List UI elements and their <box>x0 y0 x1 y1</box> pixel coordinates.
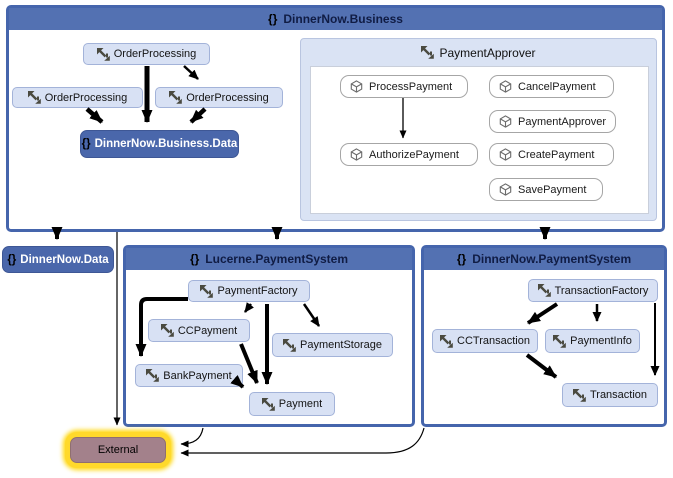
container-dinnernow-paymentsystem[interactable]: {} DinnerNow.PaymentSystem TransactionFa… <box>421 245 667 427</box>
container-lucerne-paymentsystem[interactable]: {} Lucerne.PaymentSystem PaymentFactory … <box>123 245 415 427</box>
member-paymentapprover[interactable]: PaymentApprover <box>489 110 616 133</box>
node-label: CCPayment <box>177 324 238 337</box>
member-processpayment[interactable]: ProcessPayment <box>340 75 468 98</box>
node-label: OrderProcessing <box>186 91 269 104</box>
node-orderprocessing-top[interactable]: OrderProcessing <box>83 43 210 65</box>
node-paymentfactory[interactable]: PaymentFactory <box>188 280 310 302</box>
class-icon <box>421 46 435 59</box>
member-label: PaymentApprover <box>518 115 607 128</box>
node-dinnernow-data[interactable]: {} DinnerNow.Data <box>2 246 114 273</box>
node-label: DinnerNow.Business.Data <box>94 138 238 150</box>
class-icon <box>200 284 214 298</box>
container-header-dinnernow-paymentsystem[interactable]: {} DinnerNow.PaymentSystem <box>424 248 664 270</box>
class-icon <box>27 91 41 104</box>
node-label: External <box>97 444 139 456</box>
namespace-icon: {} <box>189 252 200 266</box>
component-icon <box>499 148 512 161</box>
class-icon <box>146 369 160 382</box>
member-cancelpayment[interactable]: CancelPayment <box>489 75 614 98</box>
node-label: PaymentInfo <box>570 335 632 347</box>
member-authorizepayment[interactable]: AuthorizePayment <box>340 143 478 166</box>
class-icon <box>261 397 275 411</box>
node-label: OrderProcessing <box>113 48 197 60</box>
class-icon <box>537 284 551 297</box>
class-icon <box>440 334 454 348</box>
namespace-icon: {} <box>7 253 17 266</box>
component-icon <box>499 115 512 128</box>
node-external-highlight[interactable]: External <box>65 432 171 468</box>
namespace-icon: {} <box>268 12 278 26</box>
node-external[interactable]: External <box>70 437 166 463</box>
node-orderprocessing-left[interactable]: OrderProcessing <box>12 87 143 108</box>
node-label: Transaction <box>589 389 648 401</box>
node-paymentstorage[interactable]: PaymentStorage <box>272 333 393 357</box>
container-title: DinnerNow.Business <box>283 12 403 26</box>
member-label: CreatePayment <box>518 148 595 161</box>
node-cctransaction[interactable]: CCTransaction <box>432 329 538 353</box>
group-header-paymentapprover[interactable]: PaymentApprover <box>301 39 656 66</box>
container-dinnernow-business[interactable]: {} DinnerNow.Business OrderProcessing Or… <box>6 5 665 232</box>
edge-lucerne-to-external <box>180 427 204 448</box>
container-header-lucerne[interactable]: {} Lucerne.PaymentSystem <box>126 248 412 270</box>
namespace-icon: {} <box>81 138 91 150</box>
class-icon <box>283 338 297 352</box>
node-label: CCTransaction <box>457 335 530 347</box>
node-orderprocessing-right[interactable]: OrderProcessing <box>155 87 283 108</box>
group-title: PaymentApprover <box>439 45 536 60</box>
group-paymentapprover[interactable]: PaymentApprover ProcessPayment CancelPay… <box>300 38 657 221</box>
class-icon <box>160 324 174 337</box>
component-icon <box>350 148 363 161</box>
node-label: PaymentFactory <box>217 285 298 297</box>
class-icon <box>572 388 586 402</box>
node-label: DinnerNow.Data <box>20 253 109 266</box>
component-icon <box>499 183 512 196</box>
namespace-icon: {} <box>456 252 467 266</box>
component-icon <box>499 80 512 93</box>
node-label: TransactionFactory <box>554 284 649 297</box>
edge-dinnernowpayment-to-external <box>180 427 425 457</box>
node-label: OrderProcessing <box>44 91 128 104</box>
node-label: Payment <box>278 398 323 410</box>
member-label: AuthorizePayment <box>369 148 459 161</box>
node-dinnernow-business-data[interactable]: {} DinnerNow.Business.Data <box>80 130 239 158</box>
node-paymentinfo[interactable]: PaymentInfo <box>545 329 640 353</box>
container-title: Lucerne.PaymentSystem <box>205 252 349 266</box>
container-title: DinnerNow.PaymentSystem <box>472 252 632 266</box>
member-label: ProcessPayment <box>369 80 453 93</box>
class-icon <box>553 334 567 348</box>
class-icon <box>96 47 110 61</box>
node-label: BankPayment <box>163 369 232 382</box>
node-label: PaymentStorage <box>300 339 382 351</box>
node-ccpayment[interactable]: CCPayment <box>148 319 250 342</box>
member-savepayment[interactable]: SavePayment <box>489 178 603 201</box>
node-transactionfactory[interactable]: TransactionFactory <box>528 279 658 302</box>
member-createpayment[interactable]: CreatePayment <box>489 143 614 166</box>
member-label: CancelPayment <box>518 80 596 93</box>
class-icon <box>169 91 183 104</box>
node-payment[interactable]: Payment <box>249 392 335 416</box>
container-header-dinnernow-business[interactable]: {} DinnerNow.Business <box>9 8 662 30</box>
node-bankpayment[interactable]: BankPayment <box>135 364 243 387</box>
node-transaction[interactable]: Transaction <box>562 383 658 407</box>
member-label: SavePayment <box>518 183 587 196</box>
component-icon <box>350 80 363 93</box>
